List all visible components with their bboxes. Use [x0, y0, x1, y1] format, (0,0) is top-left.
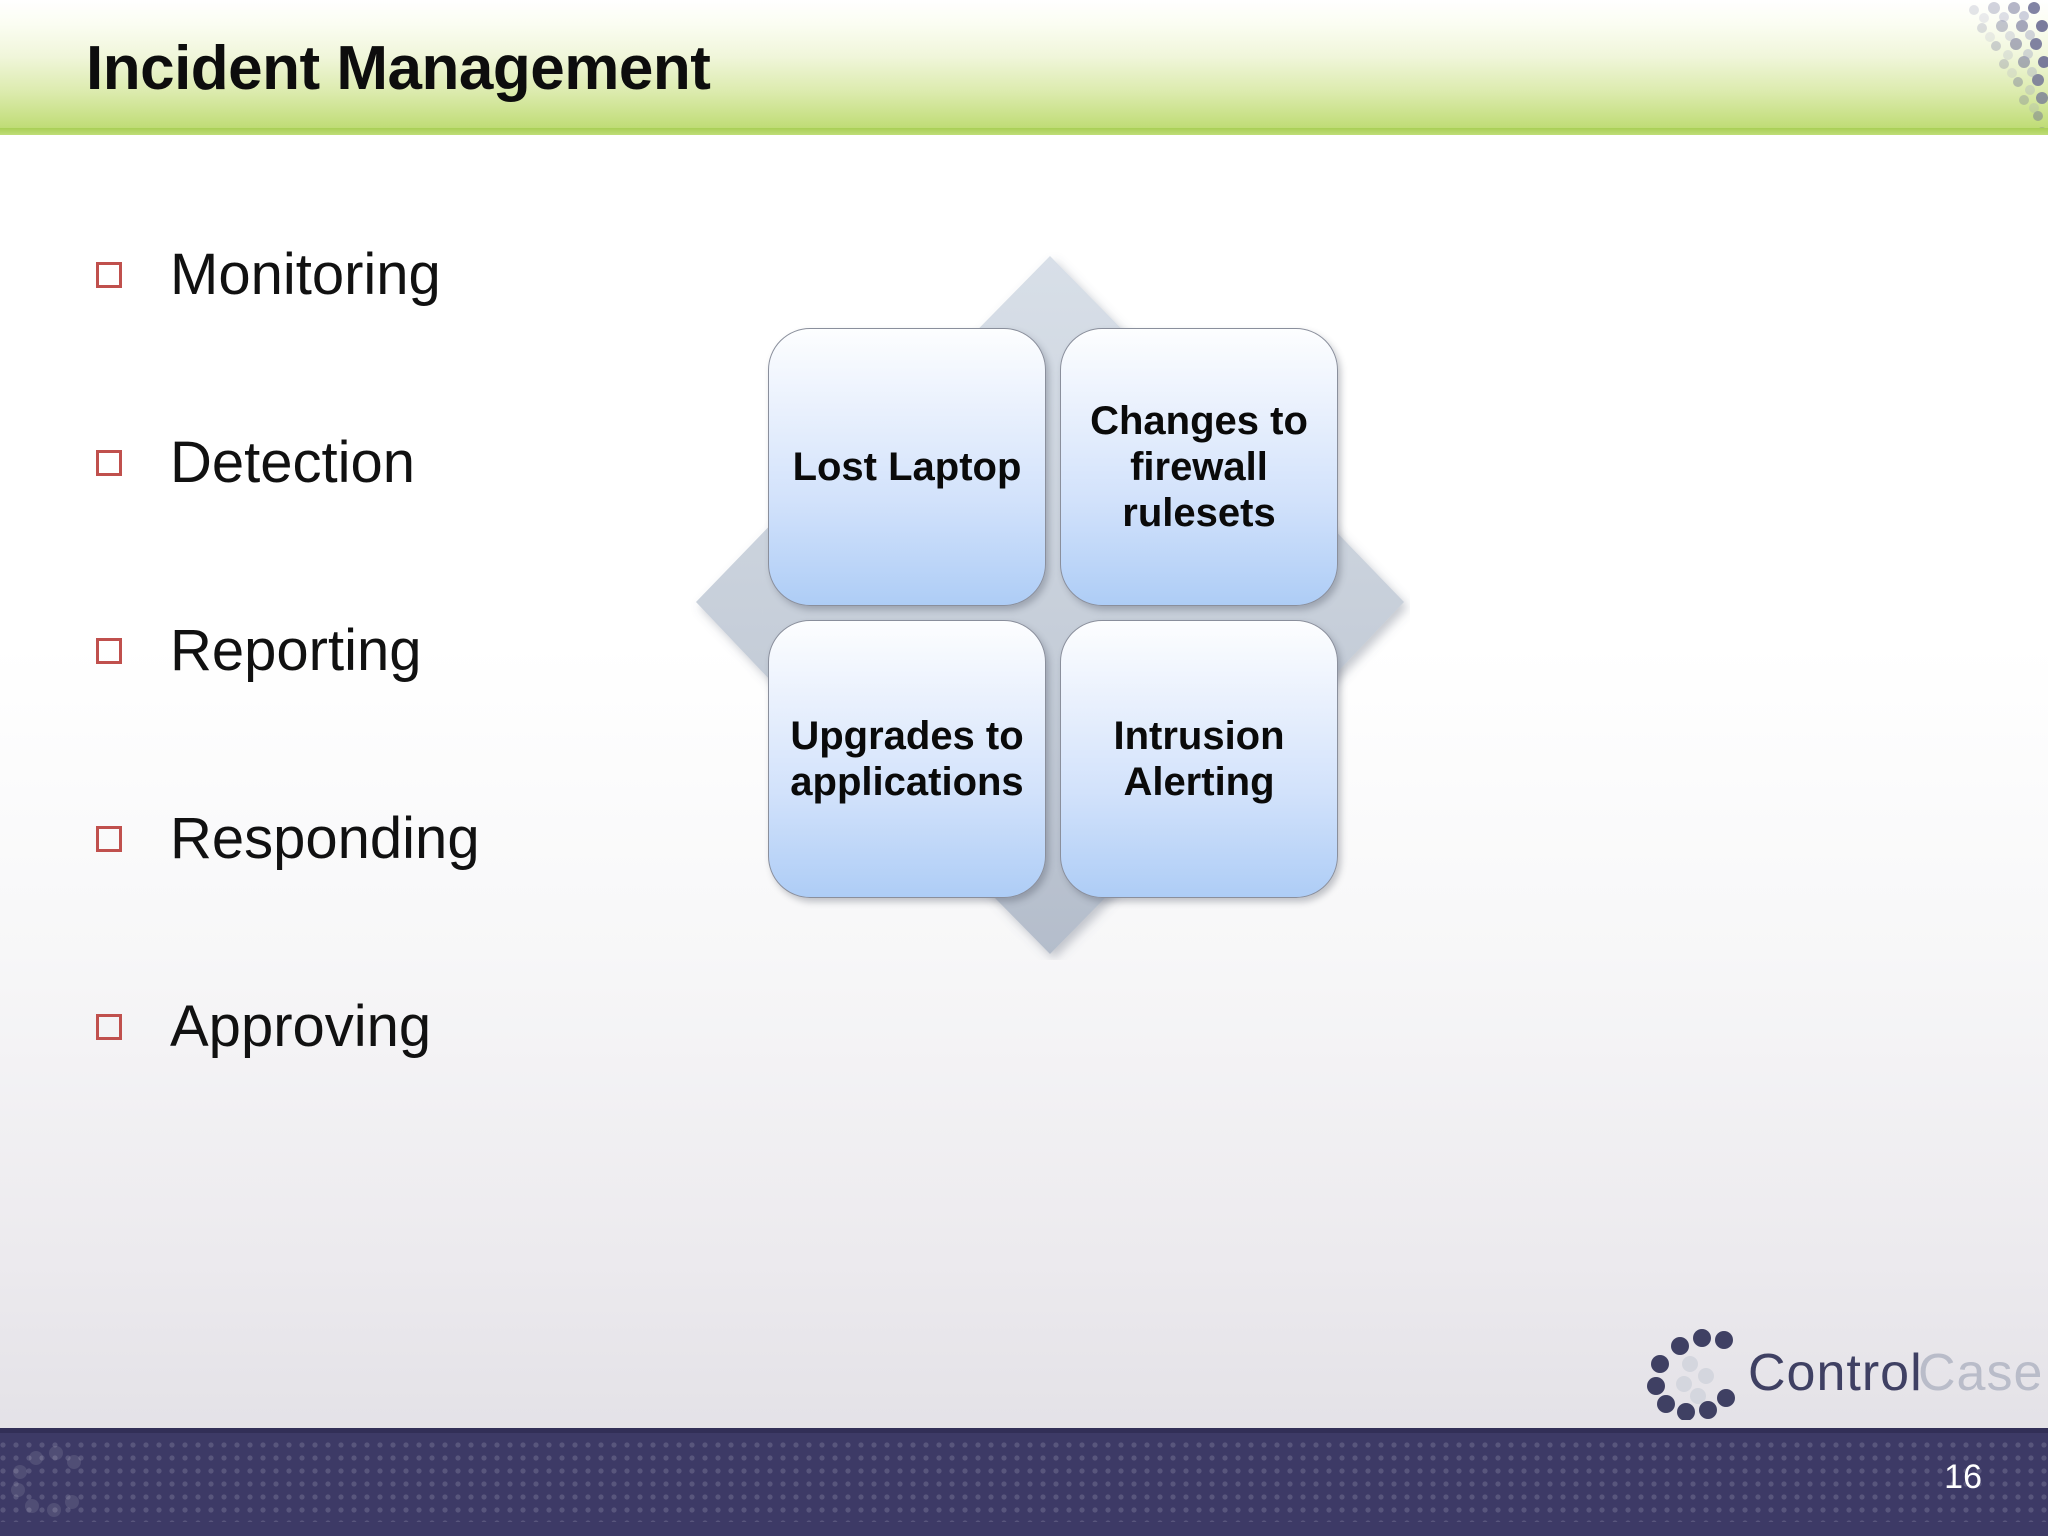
bullet-label: Reporting [170, 618, 422, 683]
controlcase-logo: Control Case [1647, 1329, 2040, 1420]
square-bullet-icon [96, 1014, 122, 1040]
list-item: Approving [96, 980, 736, 1074]
footer-watermark-logo [11, 1446, 81, 1517]
cell-label: Intrusion Alerting [1113, 714, 1285, 804]
dotted-c-icon [1647, 1329, 1735, 1420]
bullet-label: Monitoring [170, 242, 441, 307]
cell-label: Changes to firewall rulesets [1090, 399, 1308, 535]
logo-word-control: Control [1748, 1344, 1923, 1402]
bullet-list: Monitoring Detection Reporting Respondin… [96, 228, 736, 1074]
incident-examples-diagram: Lost Laptop Changes to firewall rulesets… [690, 250, 1410, 960]
square-bullet-icon [96, 450, 122, 476]
diagram-grid: Lost Laptop Changes to firewall rulesets… [690, 250, 1410, 960]
bullet-label: Approving [170, 994, 432, 1059]
cell-label: Lost Laptop [792, 445, 1022, 489]
square-bullet-icon [96, 638, 122, 664]
corner-dot-decoration [1969, 2, 2048, 135]
bullet-label: Responding [170, 806, 480, 871]
four-point-star-shape [696, 256, 1404, 954]
diagram-cell-lost-laptop: Lost Laptop [768, 328, 1046, 606]
footer-top-edge [0, 1428, 2048, 1433]
page-title: Incident Management [86, 34, 711, 103]
square-bullet-icon [96, 262, 122, 288]
footer-dot-pattern [0, 1442, 2048, 1522]
page-number: 16 [1944, 1458, 1982, 1496]
bullet-label: Detection [170, 430, 416, 495]
list-item: Detection [96, 416, 736, 510]
diagram-cell-application-upgrades: Upgrades to applications [768, 620, 1046, 898]
square-bullet-icon [96, 826, 122, 852]
slide-header: Incident Management [0, 0, 2048, 135]
cell-label: Upgrades to applications [790, 714, 1024, 804]
header-underline [0, 128, 2048, 135]
list-item: Reporting [96, 604, 736, 698]
diagram-cell-intrusion-alerting: Intrusion Alerting [1060, 620, 1338, 898]
list-item: Monitoring [96, 228, 736, 322]
slide-footer: 16 [0, 1428, 2048, 1536]
list-item: Responding [96, 792, 736, 886]
diagram-cell-firewall-changes: Changes to firewall rulesets [1060, 328, 1338, 606]
logo-word-case: Case [1918, 1344, 2040, 1402]
